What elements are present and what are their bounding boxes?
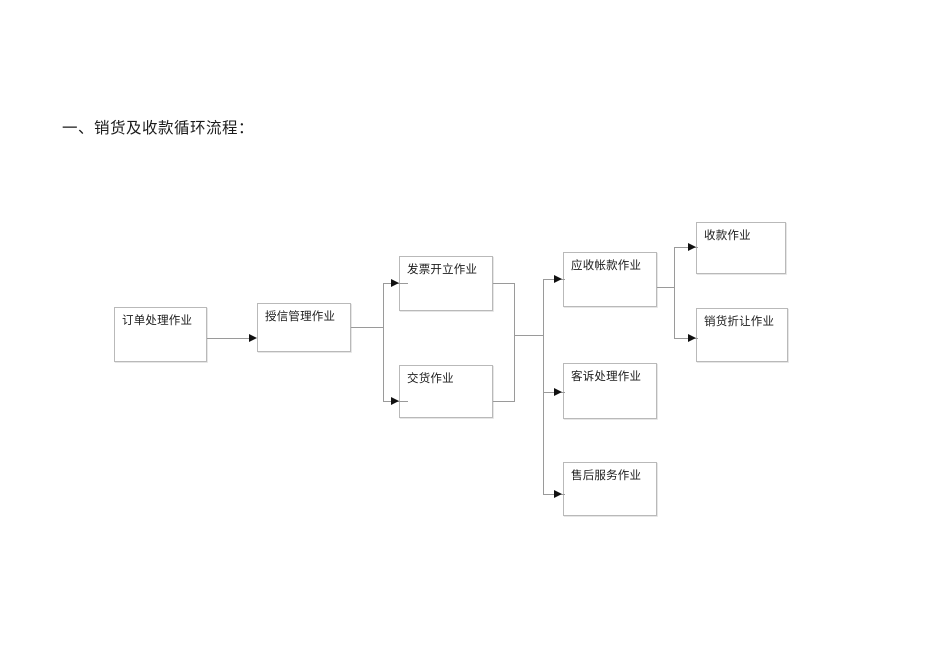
- edge-to-aftersales-arrow: [554, 490, 562, 498]
- edge-to-complaint-arrow: [554, 388, 562, 396]
- edge-to-collection-arrow: [688, 243, 696, 251]
- edge-to-collection-line: [674, 247, 698, 248]
- edge-credit-to-delivery-arrow: [391, 397, 399, 405]
- edge-column5-split-trunk: [674, 247, 675, 338]
- node-order-processing[interactable]: 订单处理作业: [114, 307, 207, 362]
- node-delivery[interactable]: 交货作业: [399, 365, 493, 418]
- edge-credit-stem: [351, 327, 383, 328]
- node-after-sales-service[interactable]: 售后服务作业: [563, 462, 657, 516]
- edge-column4-split-trunk: [543, 279, 544, 495]
- edge-to-allowance-arrow: [688, 334, 696, 342]
- edge-credit-to-invoice-arrow: [391, 279, 399, 287]
- node-credit-management[interactable]: 授信管理作业: [257, 303, 351, 352]
- edge-credit-split-trunk: [383, 283, 384, 401]
- edge-to-allowance-line: [674, 338, 698, 339]
- node-customer-complaint[interactable]: 客诉处理作业: [563, 363, 657, 419]
- edge-order-to-credit-arrow: [249, 334, 257, 342]
- edge-order-to-credit-line: [207, 338, 249, 339]
- edge-to-receivable-arrow: [554, 275, 562, 283]
- node-order-processing-label: 订单处理作业: [122, 313, 193, 327]
- edge-receivable-stem: [657, 287, 675, 288]
- node-accounts-receivable-label: 应收帐款作业: [571, 258, 642, 272]
- edge-column3-merge-trunk: [514, 283, 515, 401]
- node-cash-collection-label: 收款作业: [704, 228, 751, 242]
- edge-invoice-merge-line: [493, 283, 515, 284]
- node-accounts-receivable[interactable]: 应收帐款作业: [563, 252, 657, 307]
- node-invoice-issuance[interactable]: 发票开立作业: [399, 256, 493, 311]
- node-delivery-label: 交货作业: [407, 371, 454, 385]
- node-credit-management-label: 授信管理作业: [265, 309, 336, 323]
- edge-delivery-merge-line: [493, 401, 515, 402]
- node-cash-collection[interactable]: 收款作业: [696, 222, 786, 274]
- edge-column3-to-column4-stem: [514, 335, 544, 336]
- node-sales-allowance[interactable]: 销货折让作业: [696, 308, 788, 362]
- node-customer-complaint-label: 客诉处理作业: [571, 369, 642, 383]
- page-title: 一、销货及收款循环流程：: [62, 119, 255, 137]
- node-after-sales-service-label: 售后服务作业: [571, 468, 642, 482]
- node-sales-allowance-label: 销货折让作业: [704, 314, 775, 328]
- node-invoice-issuance-label: 发票开立作业: [407, 262, 478, 276]
